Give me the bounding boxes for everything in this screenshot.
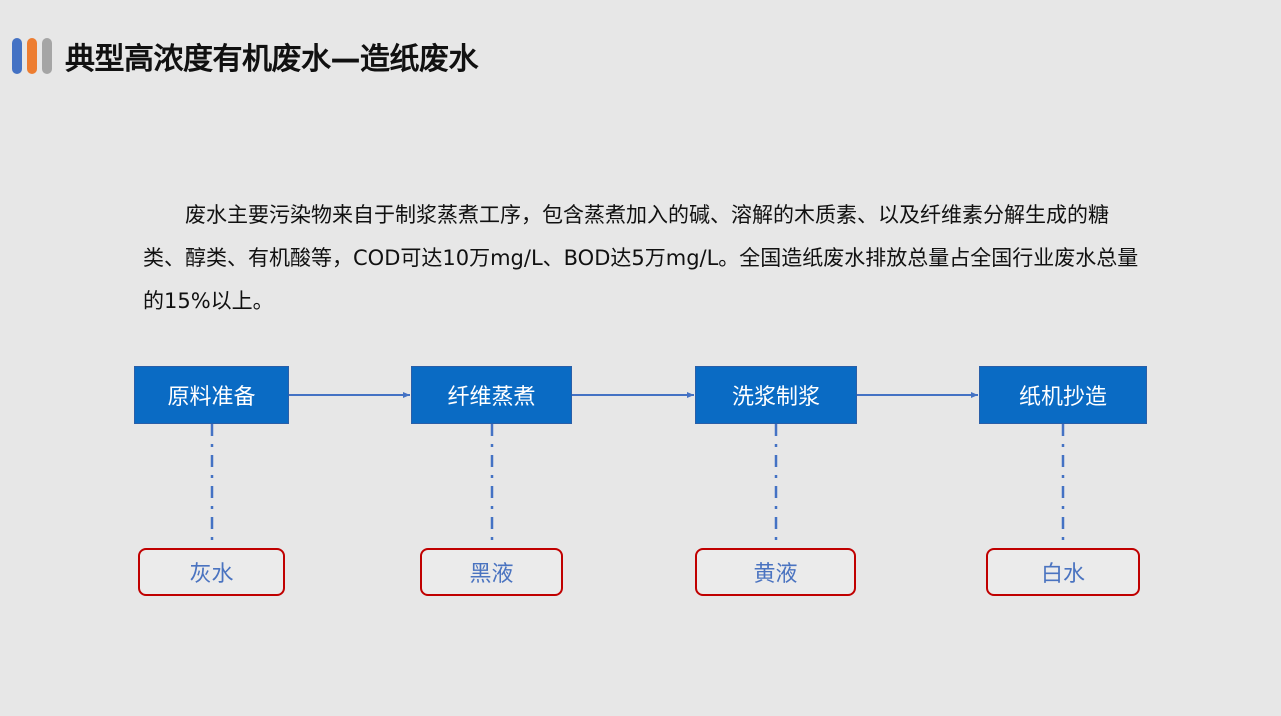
output-box-2: 黑液: [420, 548, 563, 596]
output-box-1: 灰水: [138, 548, 285, 596]
step-box-3: 洗浆制浆: [695, 366, 857, 424]
step-box-1: 原料准备: [134, 366, 289, 424]
output-box-3: 黄液: [695, 548, 856, 596]
accent-bar-orange: [27, 38, 37, 74]
step-box-2: 纤维蒸煮: [411, 366, 572, 424]
output-box-4: 白水: [986, 548, 1140, 596]
description-paragraph: 废水主要污染物来自于制浆蒸煮工序，包含蒸煮加入的碱、溶解的木质素、以及纤维素分解…: [143, 203, 1139, 313]
title-accent-bars: [12, 38, 52, 74]
page-title: 典型高浓度有机废水—造纸废水: [65, 42, 479, 77]
accent-bar-gray: [42, 38, 52, 74]
accent-bar-blue: [12, 38, 22, 74]
step-box-4: 纸机抄造: [979, 366, 1147, 424]
